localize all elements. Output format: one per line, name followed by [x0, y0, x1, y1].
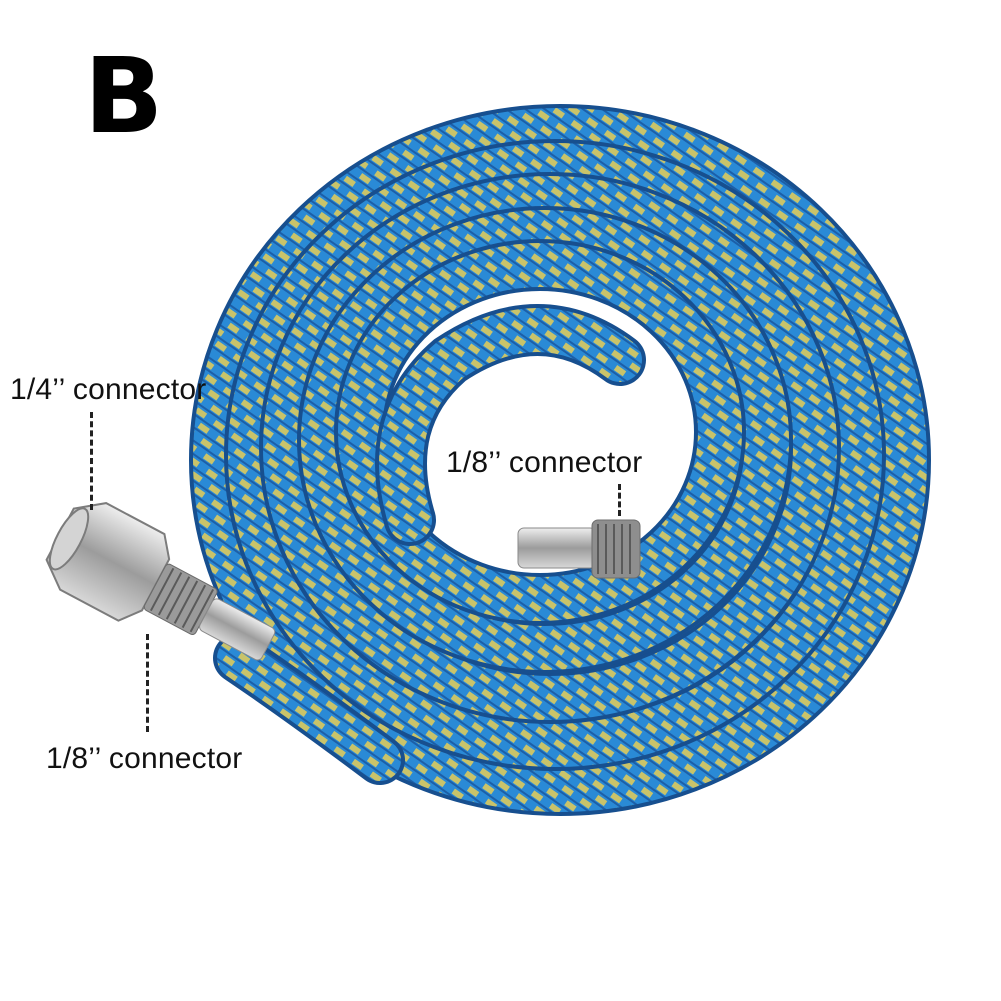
inner-eighth-fitting: [517, 519, 641, 579]
variant-label: B: [84, 35, 164, 157]
inner-eighth-connector-label: 1/8’’ connector: [446, 446, 643, 479]
outer-eighth-connector-callout: [146, 634, 149, 732]
outer-fittings: [45, 502, 276, 661]
hose-coil: [189, 104, 931, 816]
inner-eighth-connector-callout: [618, 484, 621, 516]
outer-eighth-connector-label: 1/8’’ connector: [46, 742, 243, 775]
quarter-connector-callout: [90, 412, 93, 510]
quarter-connector-label: 1/4’’ connector: [10, 373, 207, 406]
